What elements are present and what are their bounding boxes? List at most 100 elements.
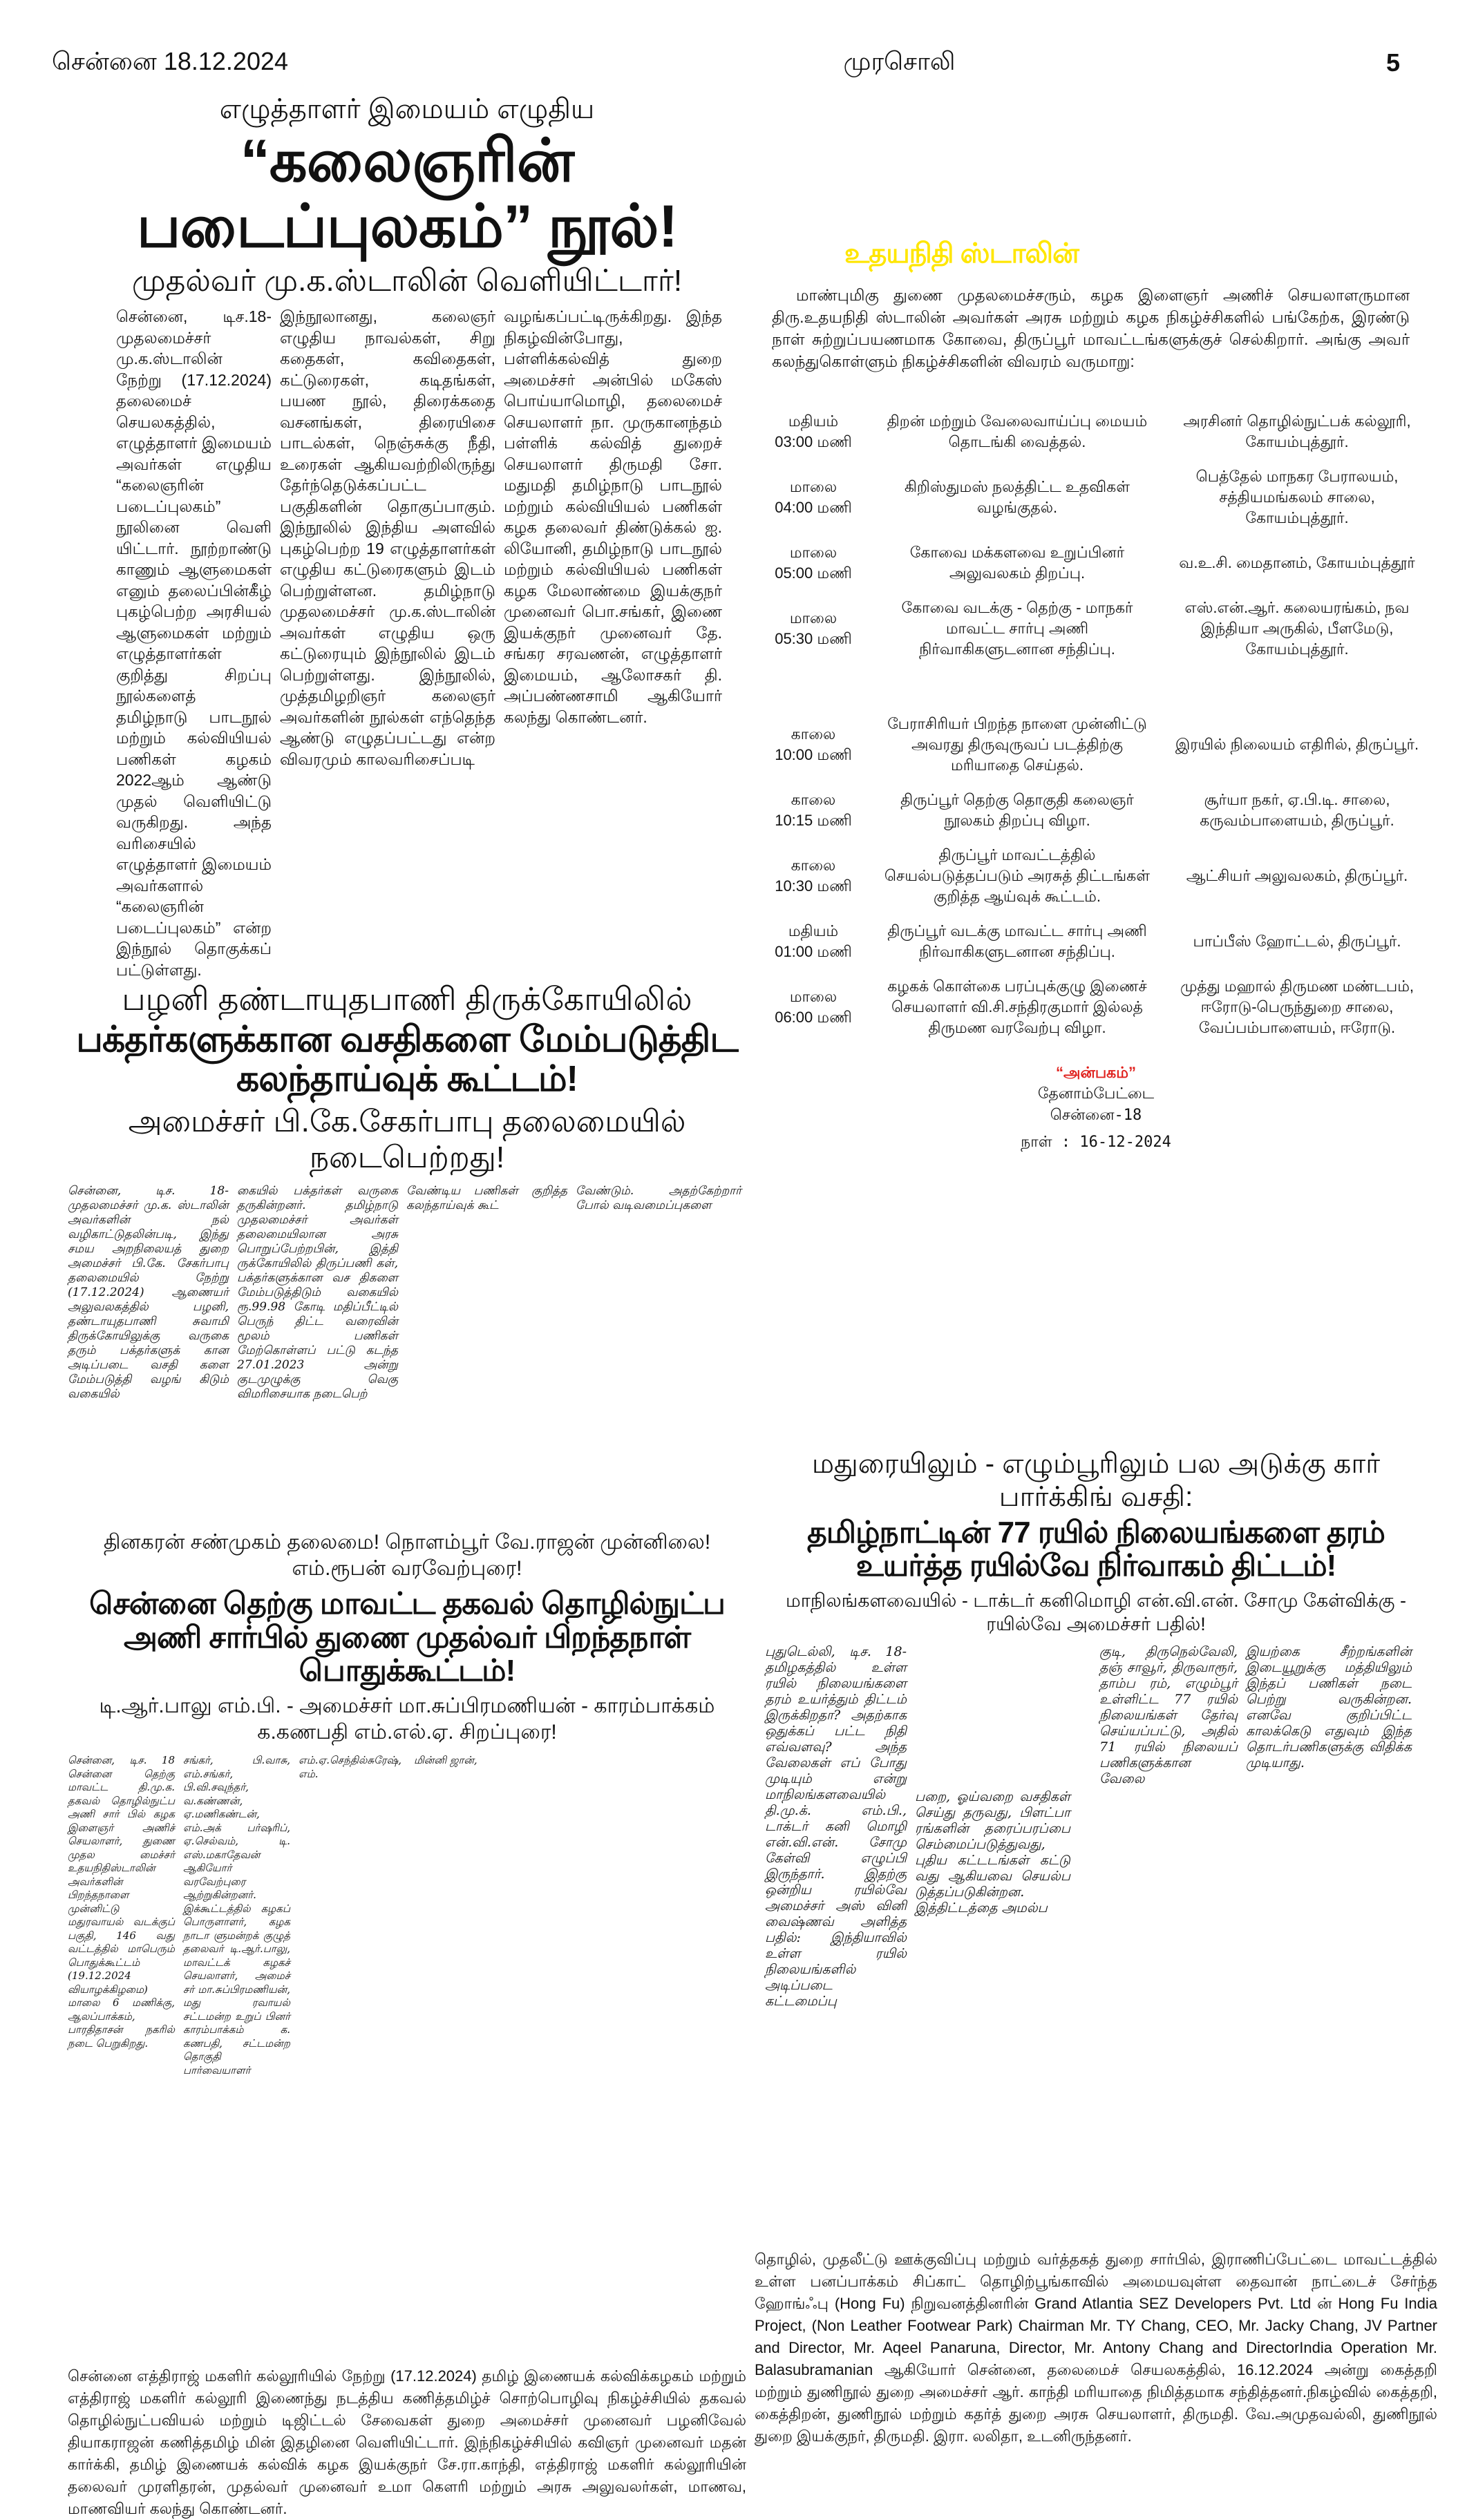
date-line: சென்னை 18.12.2024: [52, 46, 289, 75]
schedule-event: திறன் மற்றும் வேலைவாய்ப்பு மையம் தொடங்கி…: [887, 412, 1148, 450]
schedule-time: மதியம் 01:00 மணி: [755, 921, 872, 962]
schedule-clock: 05:00 மணி: [775, 564, 852, 582]
story1-kicker: எழுத்தாளர் இமையம் எழுதிய: [219, 94, 595, 124]
rail-column: குடி, திருநெல்வேலி, தஞ் சாவூர், திருவாரூ…: [1099, 1643, 1238, 1786]
schedule-period: காலை: [791, 725, 836, 743]
left-column: எழுத்தாளர் இமையம் எழுதிய “கலைஞரின் படைப்…: [68, 83, 746, 2520]
rail-kicker: மதுரையிலும் - எழும்பூரிலும் பல அடுக்கு க…: [811, 1449, 1381, 1512]
schedule-venue: எஸ்.என்.ஆர். கலையரங்கம், நவ இந்தியா அருக…: [1184, 599, 1410, 658]
rail-column: புதுடெல்லி, டிச. 18- தமிழகத்தில் உள்ள ரய…: [765, 1643, 907, 2009]
schedule-event: கழகக் கொள்கை பரப்புக்குழு இணைச் செயலாளர்…: [887, 977, 1147, 1036]
schedule-clock: 10:15 மணி: [775, 812, 852, 829]
schedule-intro: மாண்புமிகு துணை முதலமைச்சரும், கழக இளைஞர…: [772, 286, 1410, 370]
schedule-venue: பெத்தேல் மாநகர பேராலயம், சத்தியமங்கலம் ச…: [1195, 468, 1399, 526]
story1-column: இந்நூலானது, கலைஞர் எழுதிய நாவல்கள், சிறு…: [280, 307, 495, 768]
schedule-event: திருப்பூர் வடக்கு மாவட்ட சார்பு அணி நிர்…: [887, 922, 1147, 960]
schedule-row: மதியம் 03:00 மணி திறன் மற்றும் வேலைவாய்ப்ப…: [755, 400, 1437, 464]
story2-column: கையில் பக்தர்கள் வருகை தருகின்றனர். தமிழ…: [237, 1183, 398, 1401]
schedule-period: மாலை: [789, 544, 838, 561]
story1-column: சென்னை, டிச.18- முதலமைச்சர் மு.க.ஸ்டாலின…: [116, 307, 272, 979]
schedule-venue: இரயில் நிலையம் எதிரில், திருப்பூர்.: [1175, 736, 1419, 753]
schedule-clock: 03:00 மணி: [775, 433, 852, 450]
rail-column: இயற்கை சீற்றங்களின் இடையூறுக்கு மத்தியில…: [1246, 1643, 1412, 1770]
story2-headline: பக்தர்களுக்கான வசதிகளை மேம்படுத்திட கலந்…: [76, 1020, 738, 1100]
schedule-clock: 05:30 மணி: [775, 630, 852, 647]
schedule-clock: 10:30 மணி: [775, 877, 852, 895]
story1-column: வழங்கப்பட்டிருக்கிறது. இந்த நிகழ்வின்போத…: [504, 307, 722, 726]
schedule-event: கோவை மக்களவை உறுப்பினர் அலுவலகம் திறப்பு…: [909, 544, 1125, 582]
story3-column: சென்னை, டிச. 18 சென்னை தெற்கு மாவட்ட தி.…: [68, 1754, 175, 2050]
schedule-row: காலை 10:30 மணி திருப்பூர் மாவட்டத்தில் செய…: [755, 842, 1437, 910]
right-column: உதயநிதி ஸ்டாலின் மாண்புமிகு துணை முதலமைச…: [755, 83, 1437, 2520]
schedule-time: காலை 10:15 மணி: [755, 790, 872, 831]
udhayanidhi-schedule: உதயநிதி ஸ்டாலின் மாண்புமிகு துணை முதலமைச…: [755, 238, 1437, 1447]
schedule-period: மாலை: [789, 988, 838, 1005]
schedule-row: மாலை 04:00 மணி கிறிஸ்துமஸ் நலத்திட்ட உதவிக…: [755, 464, 1437, 531]
signoff-area: தேனாம்பேட்டை: [1037, 1085, 1155, 1102]
schedule-clock: 04:00 மணி: [775, 499, 852, 516]
story2-subhead: அமைச்சர் பி.கே.சேகர்பாபு தலைமையில் நடைபெ…: [128, 1104, 686, 1174]
schedule-period: காலை: [791, 791, 836, 808]
schedule-venue: ஆட்சியர் அலுவலகம், திருப்பூர்.: [1186, 867, 1408, 884]
rail-subhead: மாநிலங்களவையில் - டாக்டர் கனிமொழி என்.வி…: [786, 1590, 1406, 1634]
story-chennai-south-meeting: தினகரன் சண்முகம் தலைமை! நொளம்பூர் வே.ராஜ…: [68, 1529, 746, 2358]
schedule-venue: சூர்யா நகர், ஏ.பி.டி. சாலை, கருவம்பாளையம…: [1200, 791, 1394, 829]
schedule-venue: முத்து மஹால் திருமண மண்டபம், ஈரோடு-பெருந…: [1180, 977, 1414, 1036]
story2-column: வேண்டிய பணிகள் குறித்த கலந்தாய்வுக் கூட்: [406, 1183, 567, 1212]
schedule-row: மாலை 05:00 மணி கோவை மக்களவை உறுப்பினர் அலு…: [755, 531, 1437, 595]
schedule-time: காலை 10:30 மணி: [755, 855, 872, 897]
page-body: எழுத்தாளர் இமையம் எழுதிய “கலைஞரின் படைப்…: [0, 83, 1476, 2520]
signoff-name: “அன்பகம்”: [1056, 1064, 1136, 1081]
schedule-clock: 10:00 மணி: [775, 746, 852, 763]
schedule-period: மதியம்: [788, 412, 839, 430]
schedule-clock: 06:00 மணி: [775, 1009, 852, 1026]
schedule-venue: வ.உ.சி. மைதானம், கோயம்புத்தூர்: [1179, 554, 1415, 571]
schedule-venue: அரசினர் தொழில்நுட்பக் கல்லூரி, கோயம்புத்…: [1183, 412, 1411, 450]
schedule-period: காலை: [791, 857, 836, 874]
schedule-period: மாலை: [789, 609, 838, 627]
schedule-period: மதியம்: [788, 922, 839, 939]
story3-subhead: டி.ஆர்.பாலு எம்.பி. - அமைச்சர் மா.சுப்பி…: [99, 1695, 715, 1744]
schedule-time: மாலை 05:00 மணி: [755, 542, 872, 584]
signoff-date: நாள் : 16-12-2024: [1021, 1134, 1171, 1151]
page-number: 5: [1385, 48, 1400, 77]
story1-subhead: முதல்வர் மு.க.ஸ்டாலின் வெளியிட்டார்!: [131, 264, 683, 298]
story-kalaignar-book: எழுத்தாளர் இமையம் எழுதிய “கலைஞரின் படைப்…: [68, 93, 746, 980]
schedule-row: காலை 10:15 மணி திருப்பூர் தெற்கு தொகுதி கல…: [755, 779, 1437, 842]
schedule-venue: பாப்பீஸ் ஹோட்டல், திருப்பூர்.: [1193, 933, 1401, 950]
story1-headline: “கலைஞரின் படைப்புலகம்” நூல்!: [136, 128, 679, 260]
story-railway-stations: மதுரையிலும் - எழும்பூரிலும் பல அடுக்கு க…: [755, 1447, 1437, 2242]
story3-headline: சென்னை தெற்கு மாவட்ட தகவல் தொழில்நுட்ப அ…: [89, 1587, 726, 1688]
schedule-row: மாலை 05:30 மணி கோவை வடக்கு - தெற்கு - மாநக…: [755, 595, 1437, 662]
schedule-time: காலை 10:00 மணி: [755, 724, 872, 765]
rail-headline: தமிழ்நாட்டின் 77 ரயில் நிலையங்களை தரம் உ…: [807, 1516, 1385, 1583]
story2-column: வேண்டும். அதற்கேற்றார் போல் வடிவமைப்புகள…: [576, 1183, 741, 1212]
masthead: சென்னை 18.12.2024 முரசொலி 5: [0, 0, 1476, 83]
story3-column: மின்னி ஜான்,: [414, 1754, 477, 1767]
schedule-event: கோவை வடக்கு - தெற்கு - மாநகர் மாவட்ட சார…: [901, 599, 1133, 658]
schedule-event: திருப்பூர் தெற்கு தொகுதி கலைஞர் நூலகம் த…: [900, 791, 1134, 829]
schedule-table: மதியம் 03:00 மணி திறன் மற்றும் வேலைவாய்ப்ப…: [755, 400, 1437, 1041]
schedule-time: மதியம் 03:00 மணி: [755, 411, 872, 452]
paper-name: முரசொலி: [843, 46, 956, 75]
story3-column: எம்.ஏ.செந்தில்சுரேஷ், எம்.: [299, 1754, 402, 1780]
schedule-time: மாலை 05:30 மணி: [755, 608, 872, 649]
schedule-row: மதியம் 01:00 மணி திருப்பூர் வடக்கு மாவட்ட …: [755, 910, 1437, 973]
schedule-row: மாலை 06:00 மணி கழகக் கொள்கை பரப்புக்குழு இ…: [755, 973, 1437, 1041]
story3-column: சங்கர், பி.வாசு, எம்.சங்கர், பி.வி.சவுந்…: [183, 1754, 290, 2077]
schedule-time: மாலை 06:00 மணி: [755, 986, 872, 1028]
schedule-time: மாலை 04:00 மணி: [755, 477, 872, 518]
schedule-row: காலை 10:00 மணி பேராசிரியர் பிறந்த நாளை முன…: [755, 711, 1437, 779]
story3-kicker: தினகரன் சண்முகம் தலைமை! நொளம்பூர் வே.ராஜ…: [103, 1531, 711, 1581]
schedule-title: உதயநிதி ஸ்டாலின்: [844, 238, 1079, 269]
photo-caption-ethiraj: சென்னை எத்திராஜ் மகளிர் கல்லூரியில் நேற்…: [68, 2367, 746, 2518]
schedule-clock: 01:00 மணி: [775, 943, 852, 960]
schedule-event: பேராசிரியர் பிறந்த நாளை முன்னிட்டு அவரது…: [887, 715, 1147, 774]
schedule-period: மாலை: [789, 478, 838, 495]
photo-caption-hongfu: தொழில், முதலீட்டு ஊக்குவிப்பு மற்றும் வர…: [755, 2251, 1437, 2445]
schedule-event: கிறிஸ்துமஸ் நலத்திட்ட உதவிகள் வழங்குதல்.: [904, 478, 1130, 516]
story-palani-temple: பழனி தண்டாயுதபாணி திருக்கோயிலில் பக்தர்க…: [68, 980, 746, 1529]
rail-column: பறை, ஓய்வறை வசதிகள் செய்து தருவது, பிளட்…: [915, 1788, 1070, 1916]
story2-column: சென்னை, டிச. 18- முதலமைச்சர் மு.க. ஸ்டால…: [68, 1183, 229, 1401]
schedule-event: திருப்பூர் மாவட்டத்தில் செயல்படுத்தப்படு…: [884, 846, 1151, 905]
